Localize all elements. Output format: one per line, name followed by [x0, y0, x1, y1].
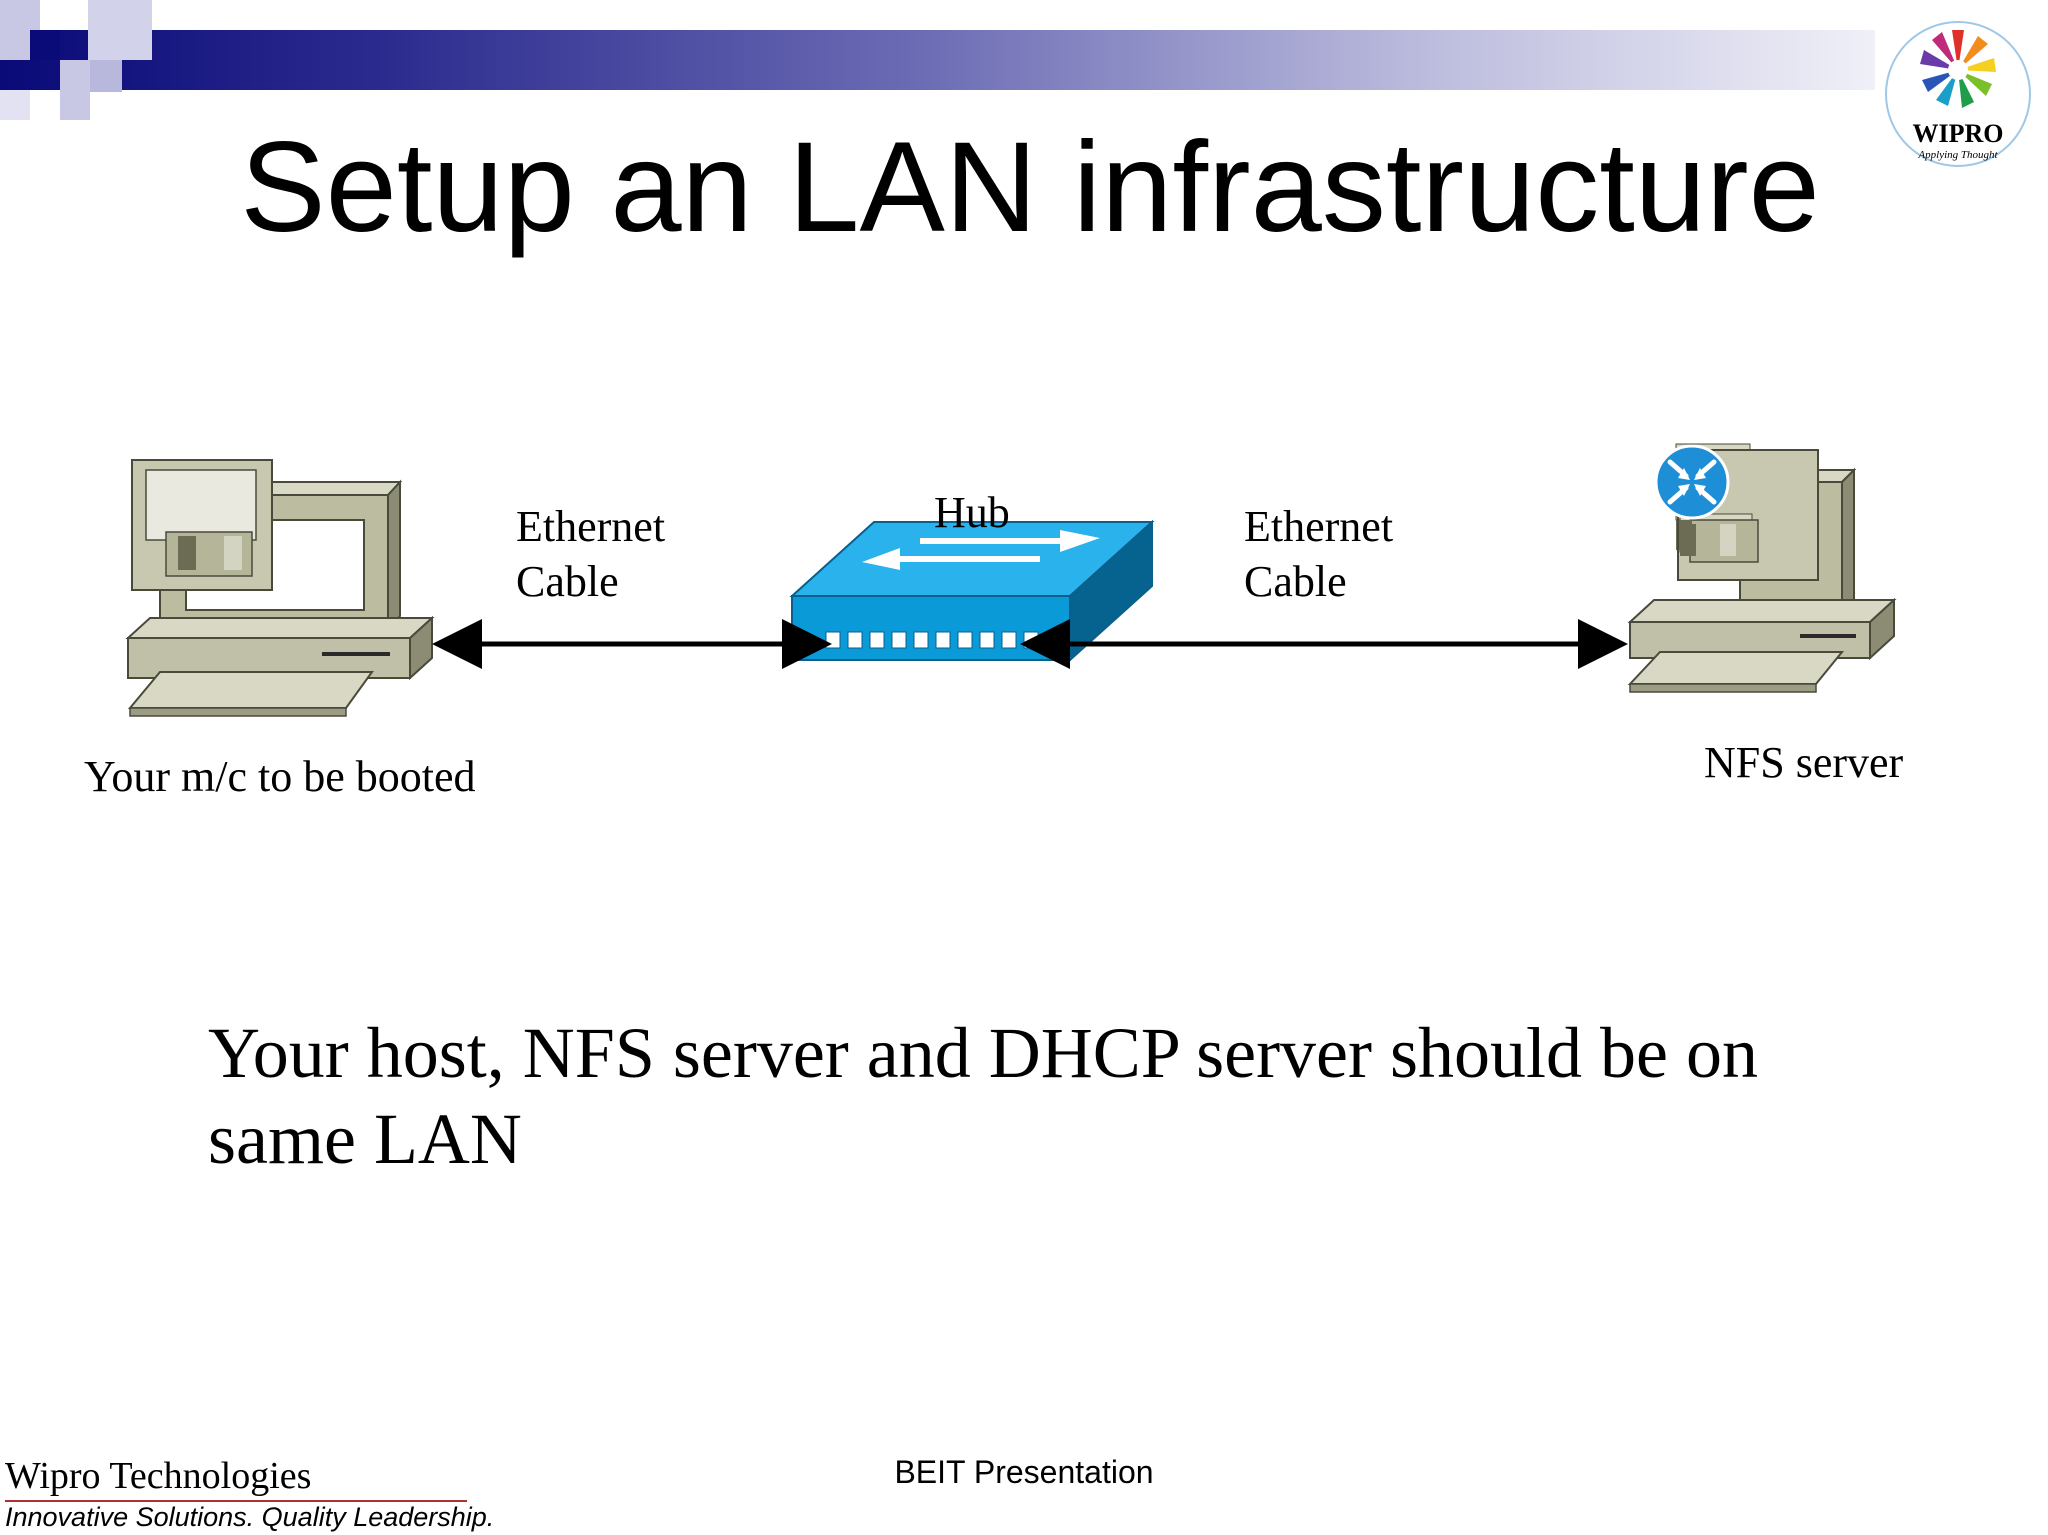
hub-label: Hub	[934, 488, 1010, 537]
lan-diagram: Ethernet Cable Hub Ethernet Cable Your m…	[0, 420, 2048, 820]
logo-wordmark: WIPRO	[1913, 119, 2004, 148]
client-computer-icon	[125, 459, 435, 717]
footer-presentation-name: BEIT Presentation	[894, 1454, 1154, 1490]
slide-title: Setup an LAN infrastructure	[240, 116, 1820, 259]
client-machine-label: Your m/c to be booted	[84, 752, 476, 801]
footer-company-name: Wipro Technologies	[5, 1455, 312, 1497]
header-decor-square	[88, 0, 152, 60]
lan-diagram-graphics	[125, 443, 1897, 717]
nfs-server-computer-icon	[1627, 443, 1897, 693]
left-cable-label-line2: Cable	[516, 557, 619, 606]
body-text: Your host, NFS server and DHCP server sh…	[208, 1013, 1758, 1179]
wipro-logo: WIPRO Applying Thought	[1885, 21, 2031, 167]
header-decor-square	[0, 90, 30, 120]
footer-divider	[5, 1500, 467, 1502]
left-cable-label-line1: Ethernet	[516, 502, 666, 551]
router-badge-icon	[1654, 444, 1730, 520]
nfs-server-label: NFS server	[1704, 738, 1904, 787]
header-gradient-band	[0, 30, 1875, 90]
right-cable-label-line2: Cable	[1244, 557, 1347, 606]
header-decor-square	[30, 30, 60, 60]
header-decor-square	[90, 60, 122, 92]
header-decor-square	[60, 60, 90, 120]
hub-icon	[789, 519, 1155, 663]
right-cable-label-line1: Ethernet	[1244, 502, 1394, 551]
footer-tagline: Innovative Solutions. Quality Leadership…	[5, 1502, 495, 1532]
logo-tagline: Applying Thought	[1917, 149, 1998, 161]
